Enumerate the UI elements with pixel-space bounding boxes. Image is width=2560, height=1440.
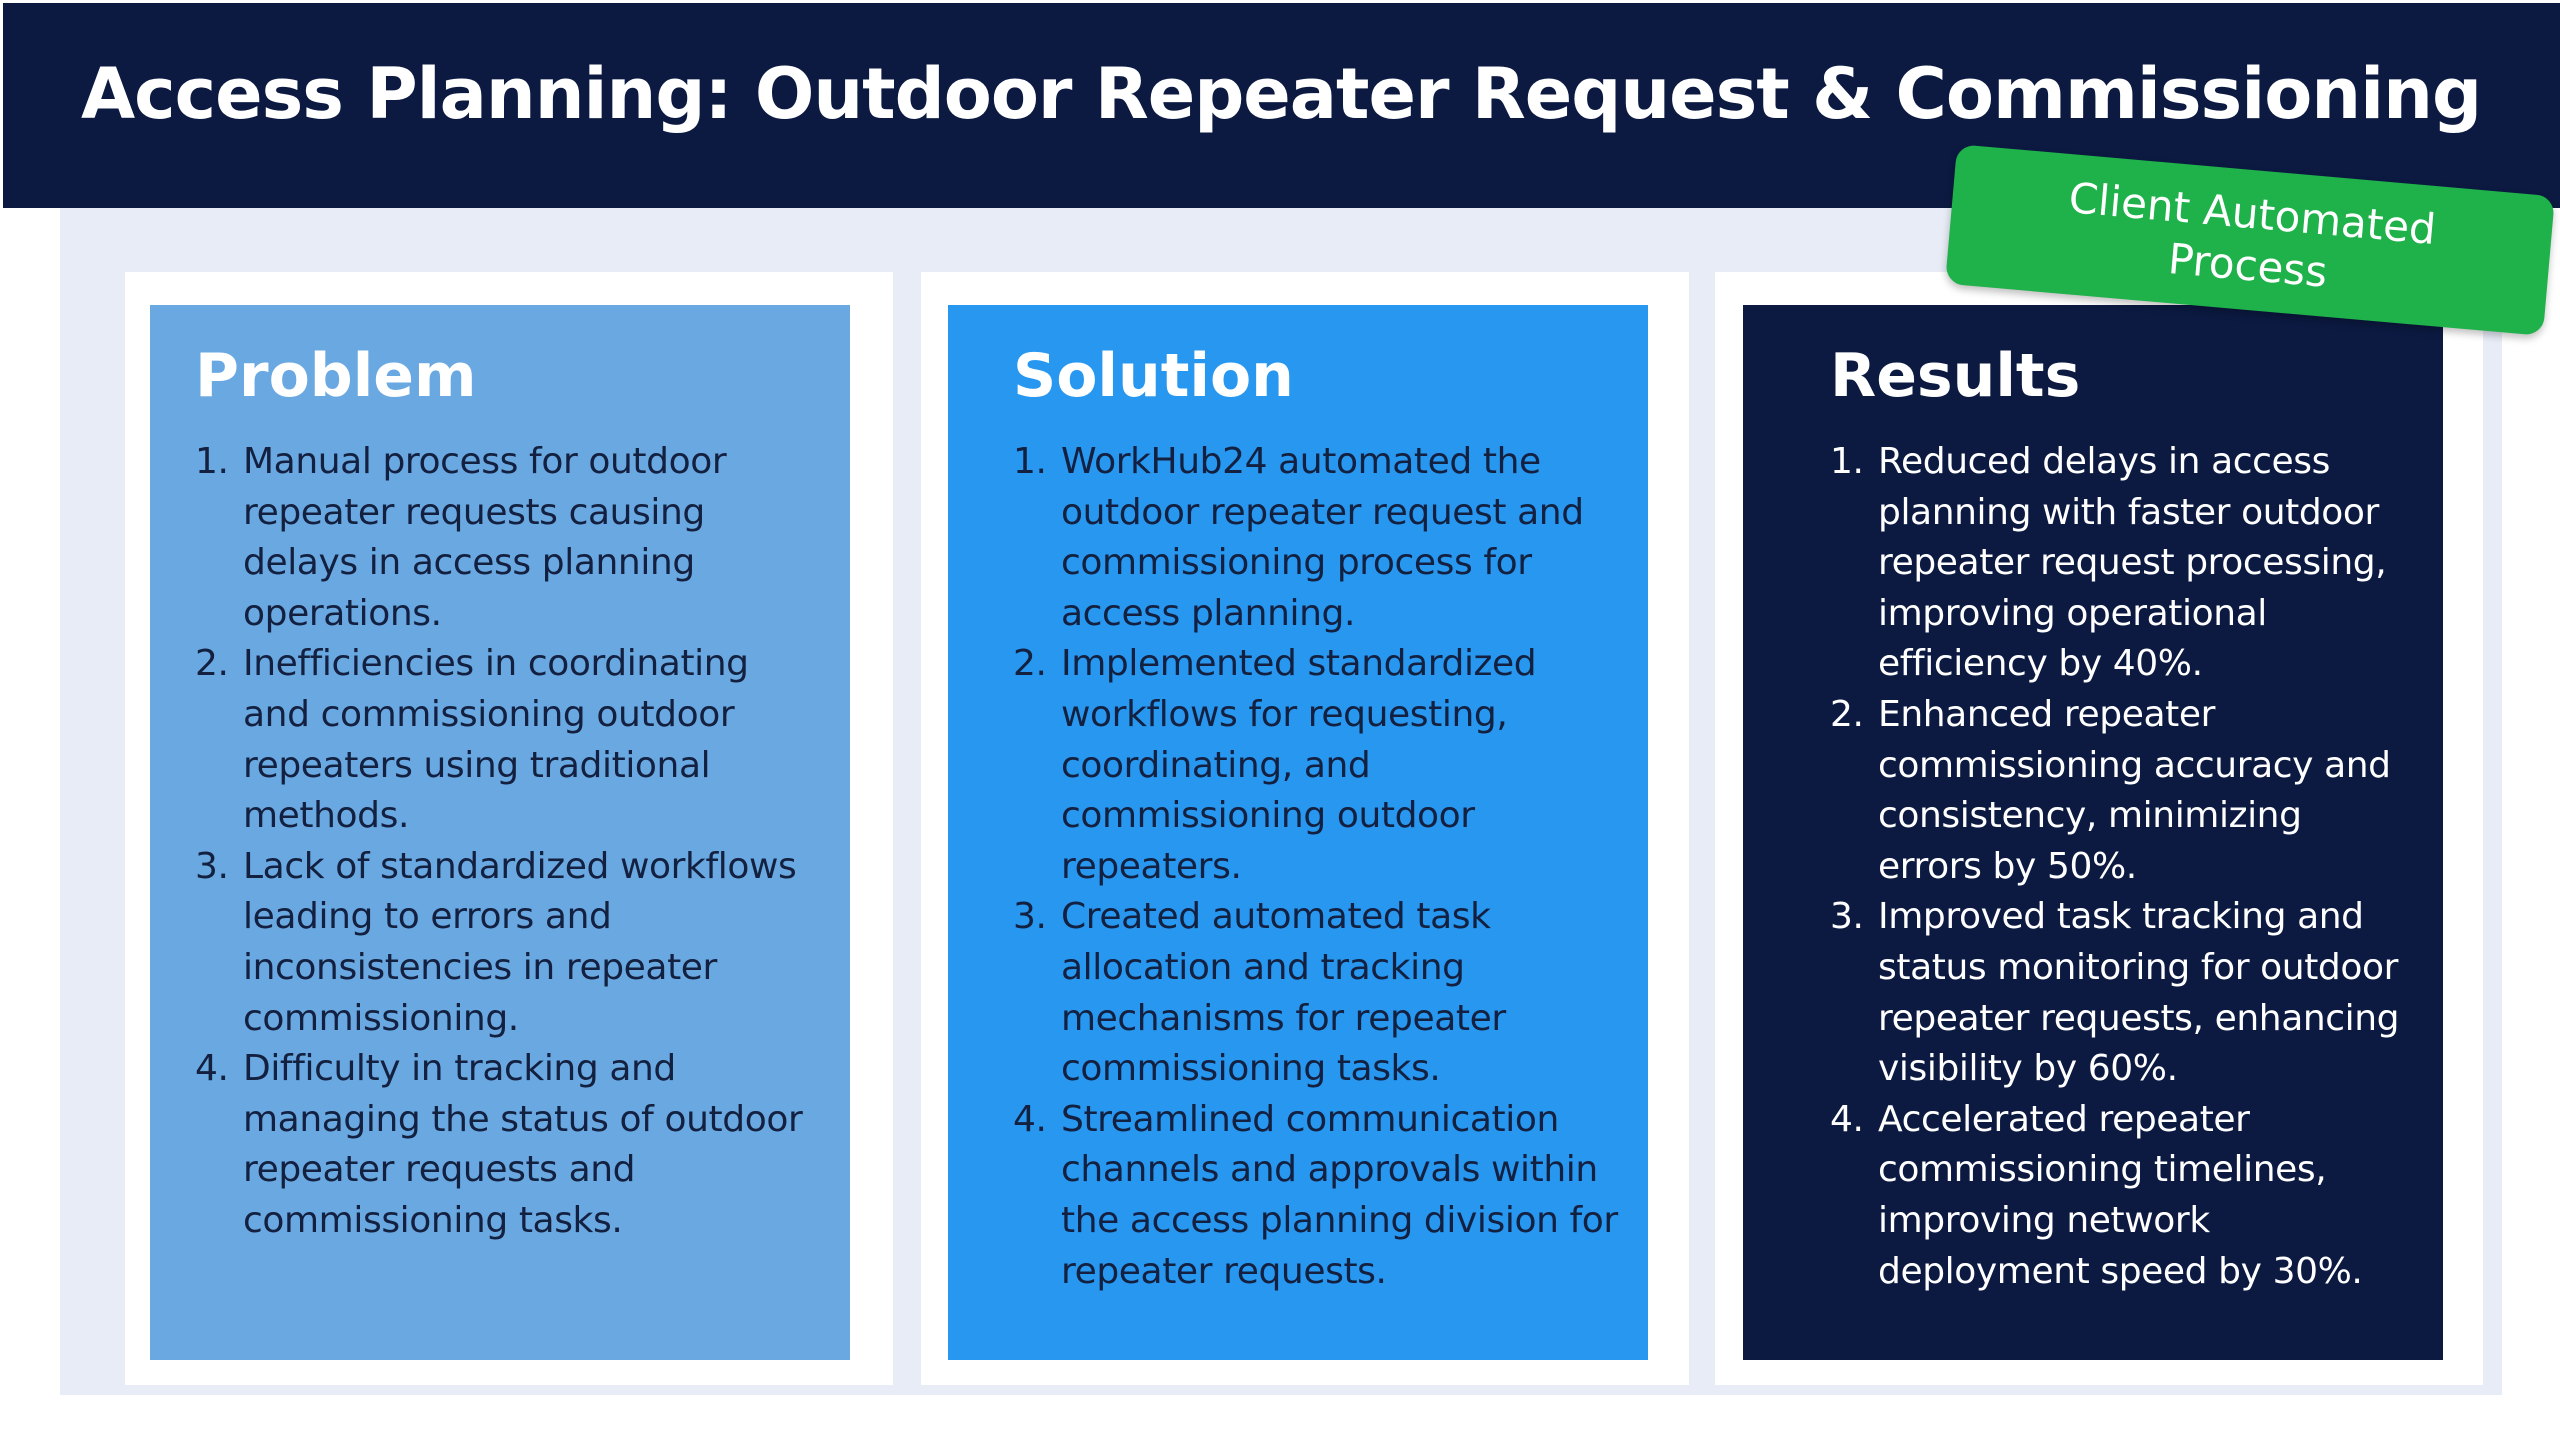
item-number: 4. <box>195 1048 229 1090</box>
item-number: 2. <box>195 643 229 685</box>
item-text: Manual process for outdoor repeater requ… <box>243 441 727 634</box>
item-number: 1. <box>1830 441 1864 482</box>
list-item: 3. Improved task tracking and status moni… <box>1830 892 2413 1094</box>
problem-heading: Problem <box>195 341 477 411</box>
solution-panel: Solution 1. WorkHub24 automated the outdo… <box>948 305 1648 1360</box>
list-item: 4. Accelerated repeater commissioning tim… <box>1830 1095 2413 1297</box>
list-item: 3. Lack of standardized workflows leading… <box>195 842 820 1044</box>
item-number: 4. <box>1013 1098 1047 1140</box>
list-item: 2. Inefficiencies in coordinating and com… <box>195 639 820 841</box>
list-item: 2. Enhanced repeater commissioning accura… <box>1830 690 2413 892</box>
item-number: 4. <box>1830 1098 1864 1140</box>
item-text: Reduced delays in access planning with f… <box>1878 441 2387 685</box>
item-text: Created automated task allocation and tr… <box>1061 896 1506 1090</box>
list-item: 3. Created automated task allocation and … <box>1013 892 1618 1094</box>
list-item: 4. Difficulty in tracking and managing th… <box>195 1044 820 1246</box>
item-number: 3. <box>1013 896 1047 938</box>
item-text: Inefficiencies in coordinating and commi… <box>243 643 749 837</box>
item-text: Improved task tracking and status monito… <box>1878 896 2400 1090</box>
item-number: 2. <box>1013 643 1047 685</box>
item-text: Enhanced repeater commissioning accuracy… <box>1878 693 2391 887</box>
page-title: Access Planning: Outdoor Repeater Reques… <box>81 53 2482 135</box>
item-text: Difficulty in tracking and managing the … <box>243 1048 803 1241</box>
item-text: Implemented standardized workflows for r… <box>1061 643 1537 887</box>
item-number: 2. <box>1830 693 1864 735</box>
item-text: Accelerated repeater commissioning timel… <box>1878 1098 2363 1292</box>
badge-label: Client Automated Process <box>2066 173 2438 297</box>
problem-panel: Problem 1. Manual process for outdoor rep… <box>150 305 850 1360</box>
list-item: 1. WorkHub24 automated the outdoor repeat… <box>1013 437 1618 639</box>
list-item: 2. Implemented standardized workflows for… <box>1013 639 1618 892</box>
results-heading: Results <box>1830 341 2081 411</box>
results-list: 1. Reduced delays in access planning with… <box>1830 437 2413 1297</box>
header-bar: Access Planning: Outdoor Repeater Reques… <box>3 3 2560 208</box>
item-number: 3. <box>1830 896 1864 938</box>
item-text: Lack of standardized workflows leading t… <box>243 845 797 1039</box>
list-item: 4. Streamlined communication channels and… <box>1013 1095 1618 1297</box>
list-item: 1. Reduced delays in access planning with… <box>1830 437 2413 690</box>
results-panel: Results 1. Reduced delays in access plann… <box>1743 305 2443 1360</box>
item-number: 1. <box>1013 441 1047 482</box>
item-text: Streamlined communication channels and a… <box>1061 1098 1618 1292</box>
item-number: 1. <box>195 441 229 482</box>
solution-list: 1. WorkHub24 automated the outdoor repeat… <box>1013 437 1618 1297</box>
solution-heading: Solution <box>1013 341 1294 411</box>
problem-list: 1. Manual process for outdoor repeater re… <box>195 437 820 1247</box>
item-number: 3. <box>195 845 229 887</box>
item-text: WorkHub24 automated the outdoor repeater… <box>1061 441 1584 634</box>
list-item: 1. Manual process for outdoor repeater re… <box>195 437 820 639</box>
